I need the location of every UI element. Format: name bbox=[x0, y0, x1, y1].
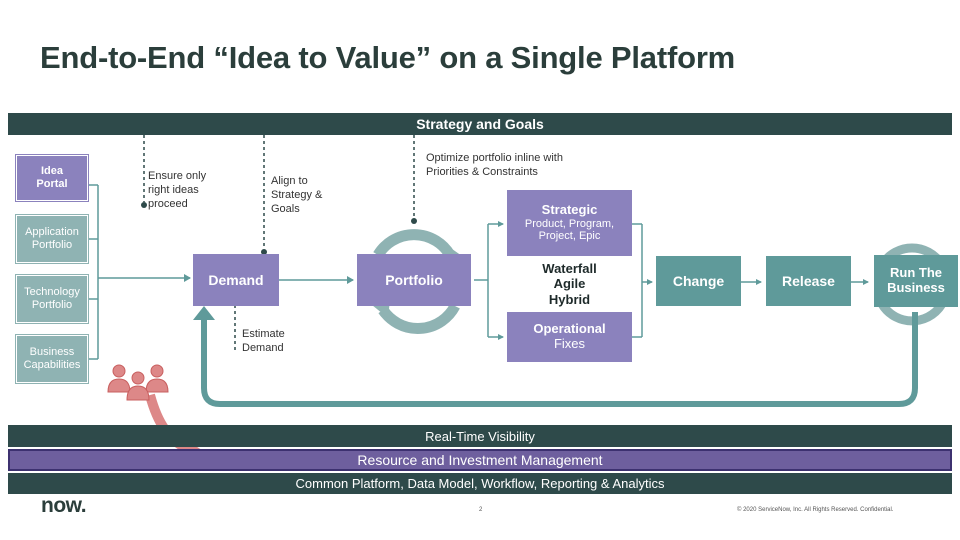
page-title: End-to-End “Idea to Value” on a Single P… bbox=[40, 40, 736, 75]
page-number: 2 bbox=[479, 507, 483, 513]
sources-bracket bbox=[89, 184, 191, 360]
change-box: Change bbox=[656, 256, 741, 306]
demand-box: Demand bbox=[193, 254, 279, 306]
strategic-box: Strategic Product, Program, Project, Epi… bbox=[507, 190, 632, 256]
strategy-goals-band: Strategy and Goals bbox=[8, 113, 952, 135]
business-capabilities-box: Business Capabilities bbox=[15, 334, 89, 384]
idea-portal-box: Idea Portal bbox=[15, 154, 89, 202]
align-dot bbox=[261, 249, 267, 255]
run-business-box: Run The Business bbox=[874, 255, 958, 307]
technology-portfolio-box: Technology Portfolio bbox=[15, 274, 89, 324]
feedback-loop bbox=[201, 312, 918, 407]
people-icon bbox=[107, 364, 169, 401]
portfolio-box: Portfolio bbox=[357, 254, 471, 306]
ensure-dot bbox=[141, 202, 147, 208]
copyright: © 2020 ServiceNow, Inc. All Rights Reser… bbox=[737, 507, 894, 513]
strategy-goals-label: Strategy and Goals bbox=[416, 116, 544, 132]
operational-box: Operational Fixes bbox=[507, 312, 632, 362]
platform-band: Common Platform, Data Model, Workflow, R… bbox=[8, 473, 952, 494]
application-portfolio-box: Application Portfolio bbox=[15, 214, 89, 264]
optimize-dot bbox=[411, 218, 417, 224]
methods-list: Waterfall Agile Hybrid bbox=[542, 260, 597, 307]
release-box: Release bbox=[766, 256, 851, 306]
visibility-band: Real-Time Visibility bbox=[8, 425, 952, 447]
resource-band: Resource and Investment Management bbox=[8, 449, 952, 471]
servicenow-logo: now. bbox=[41, 494, 87, 517]
